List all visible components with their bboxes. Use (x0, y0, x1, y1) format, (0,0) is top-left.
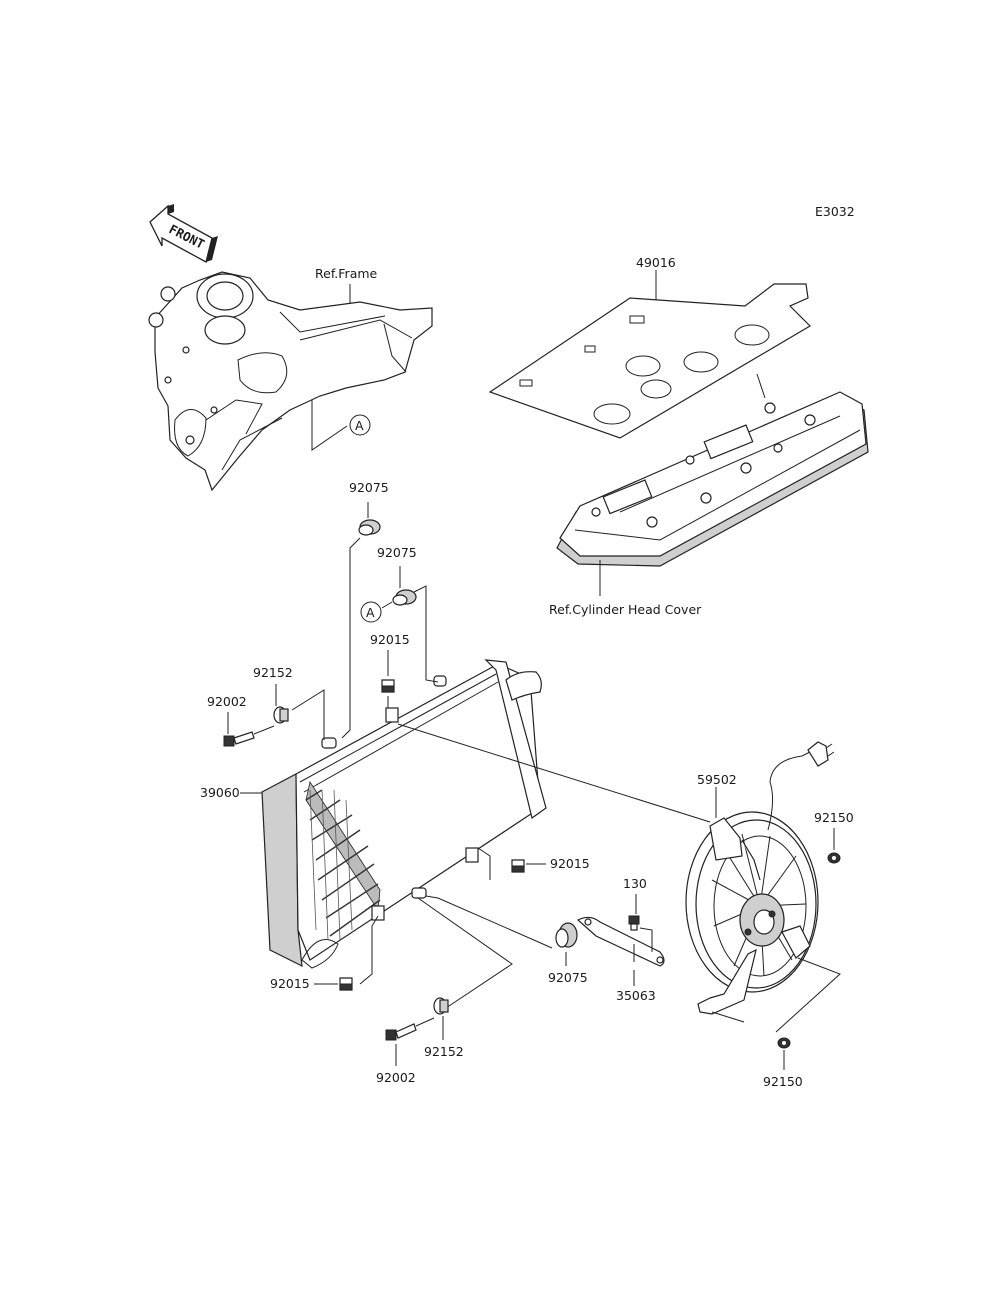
part-59502-label: 59502 (697, 772, 737, 787)
part-92002-bottom-label: 92002 (376, 1070, 416, 1085)
part-92152-top-label: 92152 (253, 665, 293, 680)
bracket-35063 (576, 916, 665, 967)
part-92075-mid-label: 92075 (377, 545, 417, 560)
bolt-92002-top (223, 731, 255, 747)
part-35063-label: 35063 (616, 988, 656, 1003)
collar-92152-top (273, 706, 289, 724)
cylinder-head-cover (556, 391, 869, 567)
nut-92150-bottom (777, 1037, 791, 1049)
diagram-code: E3032 (815, 204, 855, 219)
part-92015-right-label: 92015 (550, 856, 590, 871)
grommet-92075-mid (392, 589, 417, 606)
gasket-49016 (488, 283, 811, 439)
grommet-92075-top (358, 519, 381, 536)
part-92152-bottom-label: 92152 (424, 1044, 464, 1059)
svg-text:A: A (366, 605, 375, 620)
fan-assembly-59502 (685, 741, 835, 1015)
part-92075-top-label: 92075 (349, 480, 389, 495)
part-92075-bottom-label: 92075 (548, 970, 588, 985)
part-49016-label: 49016 (636, 255, 676, 270)
bolt-130 (628, 915, 640, 931)
frame-drawing (148, 271, 433, 492)
part-39060-label: 39060 (200, 785, 240, 800)
svg-text:A: A (355, 418, 364, 433)
radiator-39060 (261, 659, 547, 969)
part-92015-top-label: 92015 (370, 632, 410, 647)
bolt-92002-bottom (385, 1023, 417, 1041)
collar-92152-bottom (433, 997, 449, 1015)
marker-a-frame: A (349, 414, 371, 436)
clip-92015-bottom (339, 977, 353, 991)
marker-a-radiator: A (360, 601, 382, 623)
ref-cylinder-head-cover-label: Ref.Cylinder Head Cover (549, 602, 702, 617)
part-92150-top-label: 92150 (814, 810, 854, 825)
part-92150-bottom-label: 92150 (763, 1074, 803, 1089)
ref-frame-label: Ref.Frame (315, 266, 378, 281)
front-arrow-icon: FRONT (149, 204, 218, 263)
part-130-label: 130 (623, 876, 647, 891)
clip-92015-right (511, 859, 525, 873)
nut-92150-top (827, 852, 841, 864)
grommet-92075-bottom (555, 922, 578, 948)
part-92002-top-label: 92002 (207, 694, 247, 709)
part-92015-bottom-label: 92015 (270, 976, 310, 991)
clip-92015-top (381, 679, 395, 693)
